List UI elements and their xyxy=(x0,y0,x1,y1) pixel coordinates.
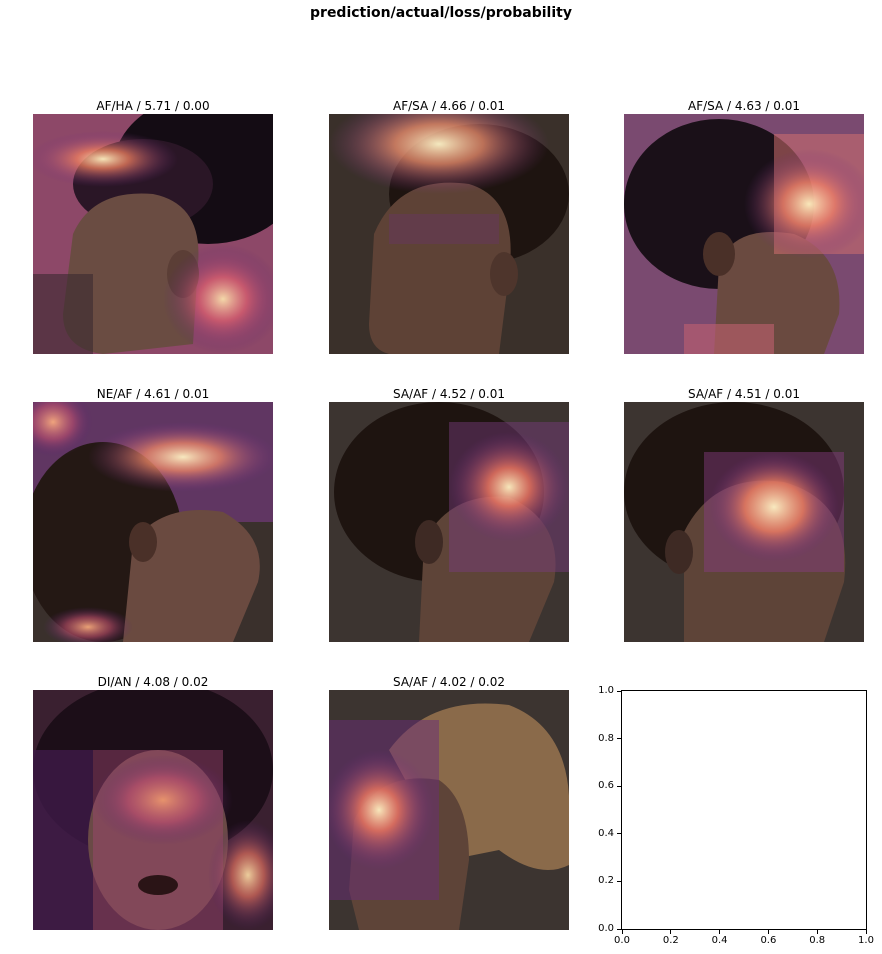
axes-frame xyxy=(621,690,867,930)
x-tick-label: 0.4 xyxy=(711,935,728,946)
y-tick-label: 0.6 xyxy=(598,780,614,792)
x-tick-mark xyxy=(719,930,721,934)
panel-title-5: SA/AF / 4.52 / 0.01 xyxy=(393,387,505,401)
y-tick-label: 0.8 xyxy=(598,732,614,744)
panel-title-1: AF/HA / 5.71 / 0.00 xyxy=(96,99,210,113)
x-tick-label: 0.2 xyxy=(662,935,679,946)
face-heatmap-image-3 xyxy=(624,114,864,354)
panel-title-8: SA/AF / 4.02 / 0.02 xyxy=(393,675,505,689)
y-tick-mark xyxy=(617,785,621,787)
face-heatmap-image-7 xyxy=(33,690,273,930)
face-heatmap-image-6 xyxy=(624,402,864,642)
figure-title: prediction/actual/loss/probability xyxy=(310,5,572,21)
x-tick-mark xyxy=(816,930,818,934)
face-heatmap-image-4 xyxy=(33,402,273,642)
y-tick-label: 0.0 xyxy=(598,923,614,934)
panel-title-2: AF/SA / 4.66 / 0.01 xyxy=(393,99,505,113)
panel-title-4: NE/AF / 4.61 / 0.01 xyxy=(96,387,210,401)
panel-title-3: AF/SA / 4.63 / 0.01 xyxy=(688,99,800,113)
x-tick-mark xyxy=(865,930,867,934)
y-tick-mark xyxy=(617,738,621,740)
x-tick-label: 1.0 xyxy=(858,935,874,946)
y-tick-mark xyxy=(617,833,621,835)
empty-axes: 0.0 0.2 0.4 0.6 0.8 1.0 0.0 0.2 0.4 0.6 0.8 1.0 xyxy=(598,685,874,946)
y-tick-label: 0.4 xyxy=(598,827,614,839)
y-tick-label: 0.2 xyxy=(598,875,614,887)
y-tick-mark xyxy=(617,690,621,692)
panel-title-6: SA/AF / 4.51 / 0.01 xyxy=(688,387,800,401)
face-heatmap-image-8 xyxy=(329,690,569,930)
face-heatmap-image-1 xyxy=(33,114,273,354)
x-tick-mark xyxy=(670,930,672,934)
x-tick-label: 0.0 xyxy=(614,935,630,946)
y-tick-mark xyxy=(617,928,621,930)
x-tick-mark xyxy=(767,930,769,934)
face-heatmap-image-5 xyxy=(329,402,569,642)
panel-title-7: DI/AN / 4.08 / 0.02 xyxy=(97,675,209,689)
y-tick-label: 1.0 xyxy=(598,685,614,696)
face-heatmap-image-2 xyxy=(329,114,569,354)
y-tick-mark xyxy=(617,880,621,882)
x-tick-label: 0.6 xyxy=(760,935,777,946)
x-tick-label: 0.8 xyxy=(809,935,826,946)
x-tick-mark xyxy=(621,930,623,934)
